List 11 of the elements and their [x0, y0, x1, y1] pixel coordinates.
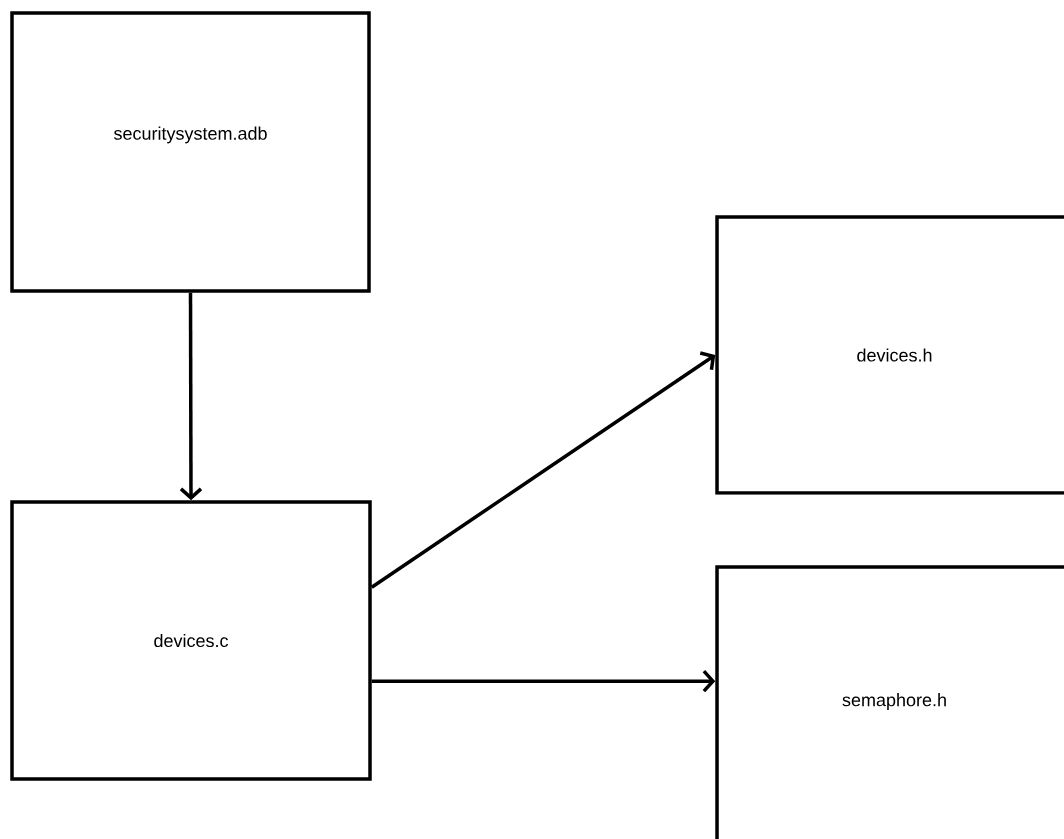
arrow [370, 351, 716, 589]
file-name: semaphore.h [842, 693, 946, 710]
file-box [715, 565, 1064, 839]
file-name: securitysystem.adb [114, 126, 267, 144]
arrow [179, 292, 203, 501]
file-name: devices.h [857, 348, 932, 362]
arrow [371, 670, 716, 693]
file-box [10, 11, 371, 293]
file-box [715, 215, 1064, 495]
file-name: devices.c [154, 633, 229, 648]
file-box [10, 500, 372, 781]
